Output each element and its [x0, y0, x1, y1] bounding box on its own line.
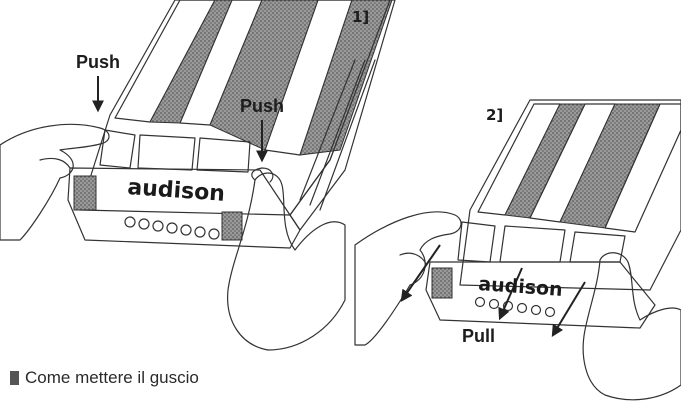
step1-illustration	[0, 0, 396, 351]
caption-square-icon	[10, 371, 19, 385]
step1-number: 1]	[352, 8, 369, 26]
step1-brand-logo: audison	[127, 175, 226, 207]
step2-brand-logo: audison	[478, 273, 564, 301]
figure-caption: Come mettere il guscio	[10, 368, 199, 388]
pull-arrow-center	[498, 267, 523, 321]
push-label-left: Push	[76, 52, 120, 72]
step2-illustration	[354, 99, 681, 401]
pull-label: Pull	[462, 326, 495, 346]
step2-number: 2]	[486, 106, 503, 124]
pull-arrow-right	[551, 281, 586, 338]
pull-arrow-left	[400, 244, 441, 302]
caption-text: Come mettere il guscio	[25, 368, 199, 387]
connector-row	[124, 216, 220, 240]
step2-connector-row	[474, 296, 556, 318]
push-label-right: Push	[240, 96, 284, 116]
